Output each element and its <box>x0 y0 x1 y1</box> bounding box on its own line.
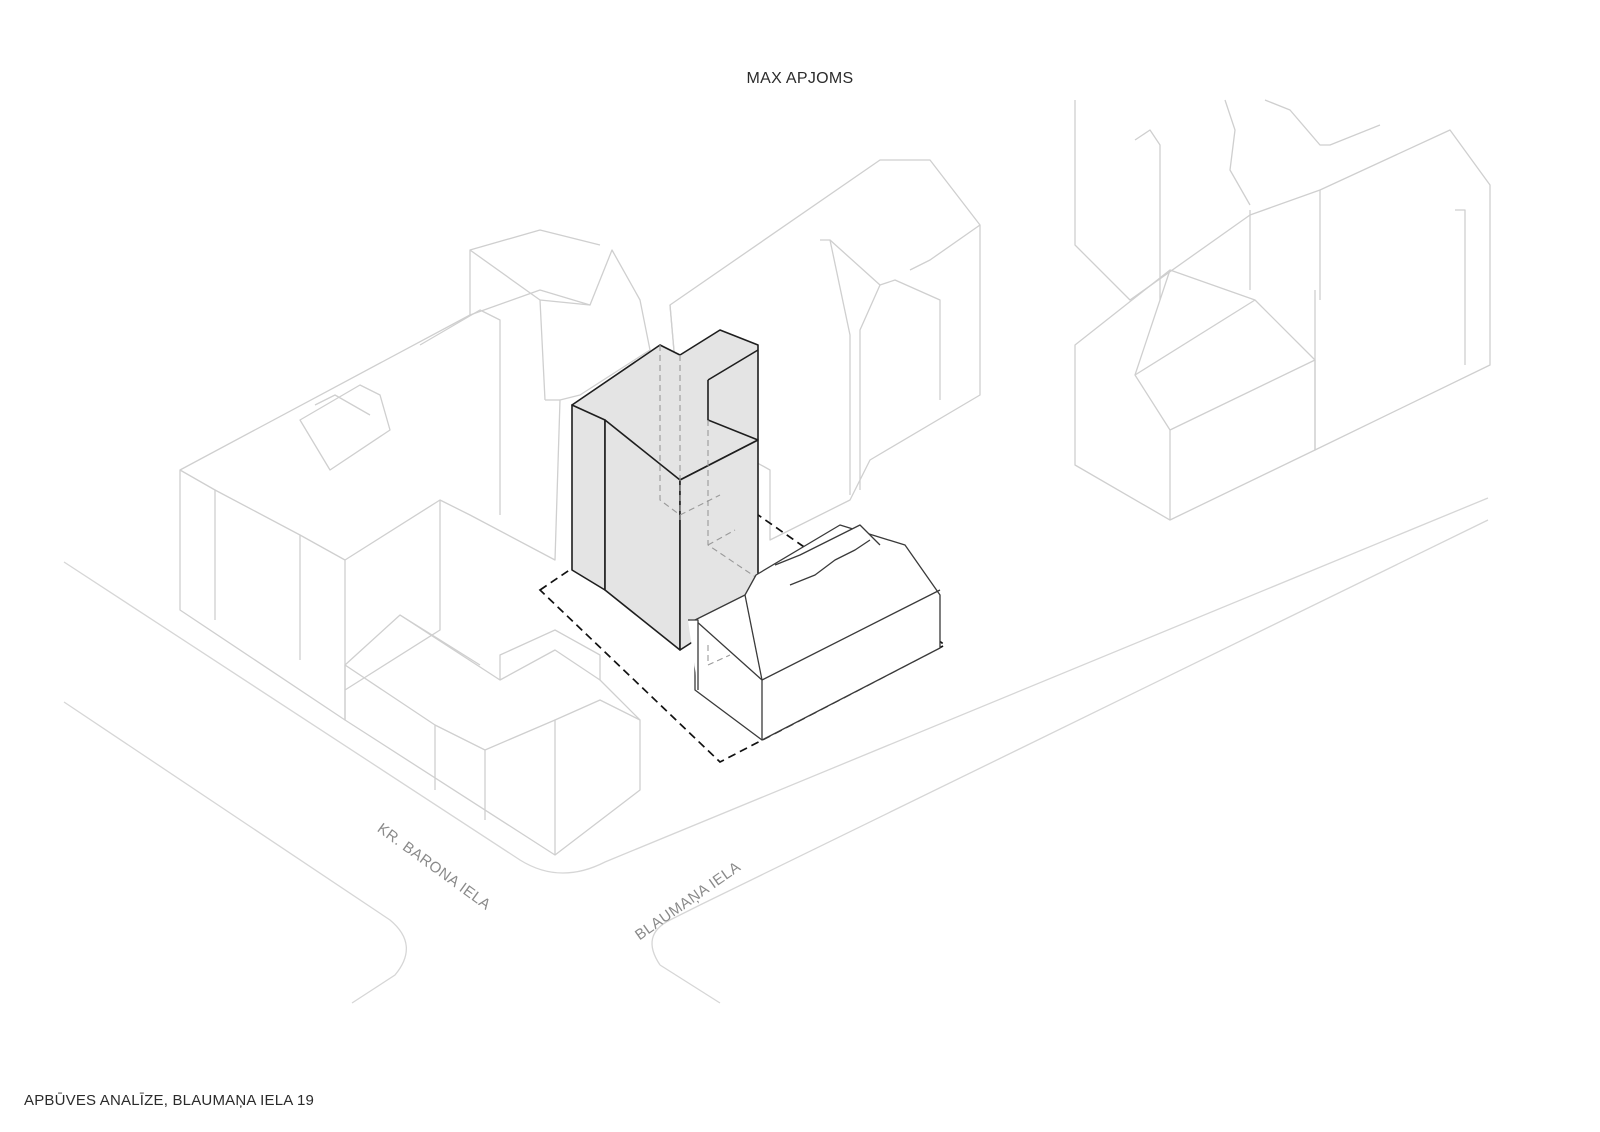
existing-house <box>688 524 941 741</box>
page-title: MAX APJOMS <box>746 70 854 87</box>
max-volume-hidden-edges <box>659 345 761 581</box>
sheet-caption: APBŪVES ANALĪZE, BLAUMAŅA IELA 19 <box>24 1092 315 1109</box>
street-curbs <box>63 497 1489 1004</box>
context-building-right-lower <box>1074 269 1316 521</box>
max-volume <box>571 329 759 651</box>
context-building-right-upper <box>1074 99 1491 451</box>
context-building-front <box>344 614 641 856</box>
